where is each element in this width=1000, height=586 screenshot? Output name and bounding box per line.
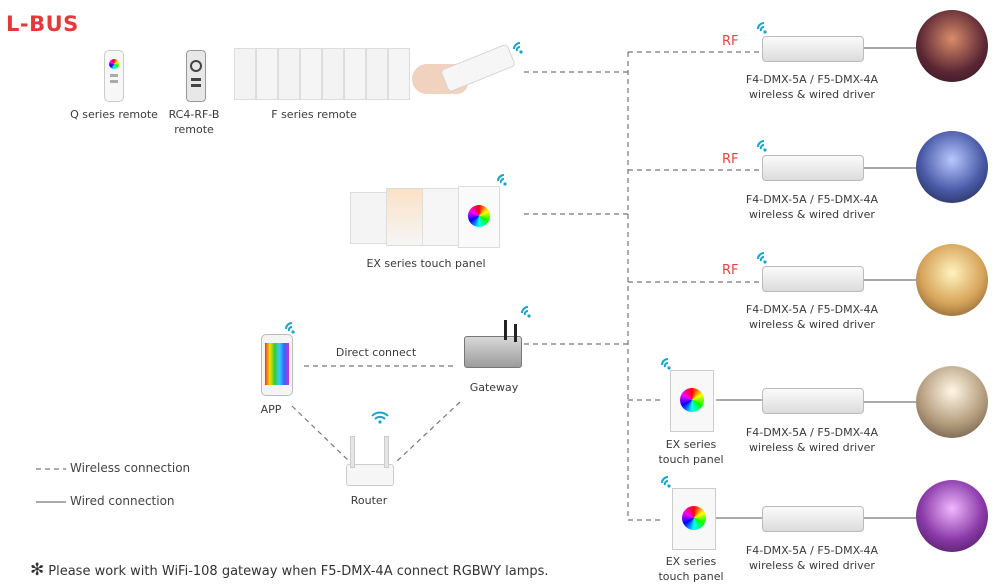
gateway-antenna xyxy=(504,320,507,340)
driver-name: F4-DMX-5A / F5-DMX-4A xyxy=(745,544,879,557)
app-phone-image xyxy=(261,334,293,396)
wifi-icon xyxy=(497,174,507,186)
app-label: APP xyxy=(260,403,282,416)
lamp-scene-image xyxy=(916,244,988,316)
q-series-remote-image xyxy=(104,50,124,102)
hand-remote-image xyxy=(412,43,516,98)
wifi-icon xyxy=(513,42,523,54)
driver-name: F4-DMX-5A / F5-DMX-4A xyxy=(745,193,879,206)
gateway-antenna xyxy=(514,324,517,342)
driver-desc: wireless & wired driver xyxy=(749,88,875,101)
wifi-icon xyxy=(521,306,531,318)
router-antenna xyxy=(384,436,389,468)
rc4-remote-label-line1: RC4-RF-B xyxy=(168,108,220,121)
q-series-remote-label: Q series remote xyxy=(70,108,158,121)
legend-wired: Wired connection xyxy=(70,494,175,508)
wifi-icon xyxy=(757,252,767,264)
driver-desc: wireless & wired driver xyxy=(749,559,875,572)
driver-device xyxy=(762,36,864,62)
wifi-icon xyxy=(661,476,671,488)
driver-name: F4-DMX-5A / F5-DMX-4A xyxy=(745,73,879,86)
asterisk-icon: ✻ xyxy=(30,560,45,580)
ex-panel-label-line2: touch panel xyxy=(658,570,724,583)
driver-desc: wireless & wired driver xyxy=(749,441,875,454)
driver-device xyxy=(762,506,864,532)
driver-desc: wireless & wired driver xyxy=(749,318,875,331)
driver-desc: wireless & wired driver xyxy=(749,208,875,221)
lamp-scene-image xyxy=(916,10,988,82)
wifi-icon xyxy=(285,322,295,334)
footnote-text: Please work with WiFi-108 gateway when F… xyxy=(48,564,549,579)
driver-device xyxy=(762,155,864,181)
wifi-icon xyxy=(661,358,671,370)
lamp-scene-image xyxy=(916,131,988,203)
lamp-scene-image xyxy=(916,480,988,552)
f-series-remotes-image xyxy=(234,48,410,100)
ex-touch-panel-image xyxy=(672,488,716,550)
ex-panel-group-label: EX series touch panel xyxy=(366,257,486,270)
driver-device xyxy=(762,266,864,292)
gateway-image xyxy=(464,336,522,368)
brand-logo: L-BUS xyxy=(6,12,79,36)
rf-label: RF xyxy=(722,152,739,167)
legend-wireless: Wireless connection xyxy=(70,461,191,475)
ex-panel-label-line1: EX series xyxy=(665,438,717,451)
direct-connect-label: Direct connect xyxy=(335,346,417,359)
router-image xyxy=(346,464,394,486)
rc4-remote-image xyxy=(186,50,206,102)
rf-label: RF xyxy=(722,263,739,278)
wifi-icon xyxy=(757,22,767,34)
ex-panel-label-line2: touch panel xyxy=(658,453,724,466)
driver-name: F4-DMX-5A / F5-DMX-4A xyxy=(745,426,879,439)
router-label: Router xyxy=(350,494,388,507)
wifi-icon xyxy=(371,411,389,424)
f-series-remote-label: F series remote xyxy=(271,108,357,121)
ex-touch-panel-image xyxy=(670,370,714,432)
gateway-label: Gateway xyxy=(469,381,519,394)
driver-device xyxy=(762,388,864,414)
rf-label: RF xyxy=(722,34,739,49)
ex-panel-label-line1: EX series xyxy=(665,555,717,568)
router-antenna xyxy=(350,436,355,468)
footnote: ✻Please work with WiFi-108 gateway when … xyxy=(30,560,549,580)
wifi-icon xyxy=(757,140,767,152)
driver-name: F4-DMX-5A / F5-DMX-4A xyxy=(745,303,879,316)
rc4-remote-label-line2: remote xyxy=(174,123,214,136)
lamp-scene-image xyxy=(916,366,988,438)
ex-panel-group-image xyxy=(350,186,500,248)
